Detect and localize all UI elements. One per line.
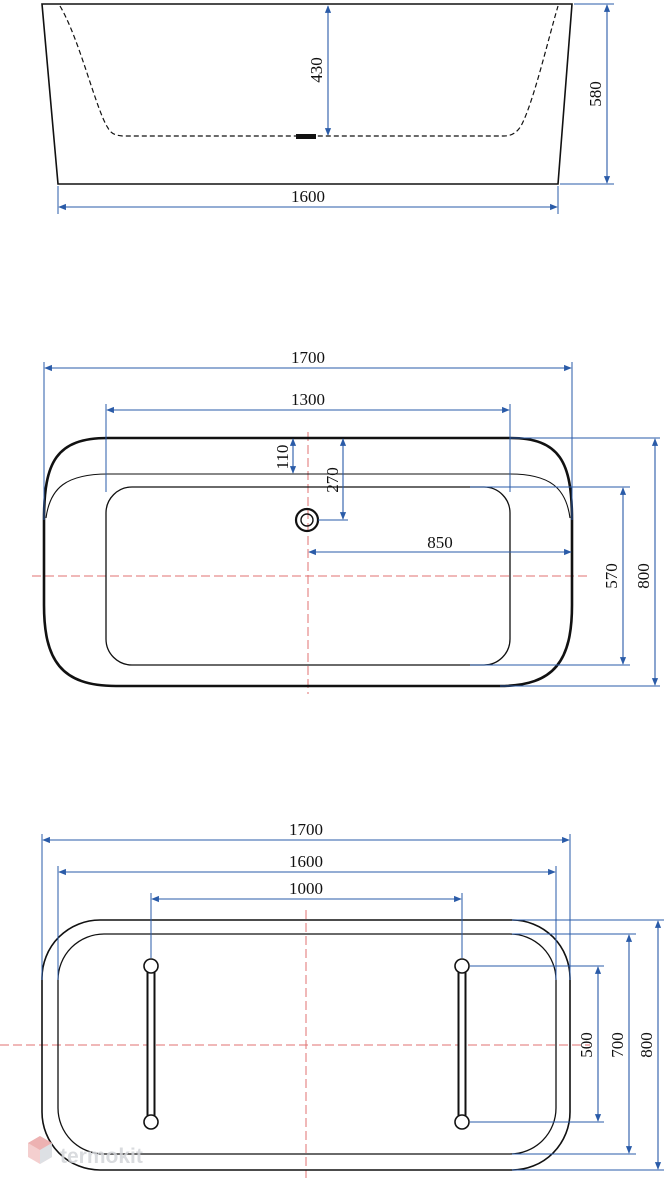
side-view-height-total-label: 580 <box>586 81 605 107</box>
top-view-inner-basin <box>105 486 511 666</box>
bottom-view-outer-outline <box>41 919 571 1171</box>
top-view-width-total-label: 800 <box>634 563 653 589</box>
cube-logo-icon <box>28 1136 52 1164</box>
top-view-drain-inner <box>300 513 314 527</box>
side-view-drain <box>296 134 316 139</box>
top-view-rim-drain-near-label: 110 <box>273 445 292 470</box>
bottom-view-feet-length-label: 500 <box>577 1032 596 1058</box>
bottom-view-length-base-label: 1600 <box>289 852 323 871</box>
watermark-text: termokit <box>60 1145 143 1168</box>
top-view-rim-back <box>45 473 571 519</box>
bottom-view-length-total-label: 1700 <box>289 820 323 839</box>
bottom-view-width-total-label: 800 <box>637 1032 656 1058</box>
watermark: termokit <box>28 1136 143 1168</box>
side-view: 430 580 1600 <box>41 3 614 214</box>
top-view-length-total-label: 1700 <box>291 348 325 367</box>
top-view-drain-outer <box>294 507 320 533</box>
foot-left <box>143 958 159 1130</box>
side-view-outline <box>41 3 573 185</box>
bottom-view-width-base-label: 700 <box>608 1032 627 1058</box>
side-view-height-inner-label: 430 <box>307 57 326 83</box>
top-view-length-inner-label: 1300 <box>291 390 325 409</box>
top-view-width-inner-label: 570 <box>602 563 621 589</box>
top-view: 1700 1300 110 270 850 570 800 <box>32 348 660 694</box>
bottom-view: 1700 1600 1000 500 700 800 <box>0 820 664 1178</box>
top-view-rim-drain-label: 270 <box>323 467 342 493</box>
foot-right <box>454 958 470 1130</box>
bottom-view-base-outline <box>57 933 557 1155</box>
side-view-length-label: 1600 <box>291 187 325 206</box>
top-view-drain-end-label: 850 <box>427 533 453 552</box>
bottom-view-feet-spacing-label: 1000 <box>289 879 323 898</box>
